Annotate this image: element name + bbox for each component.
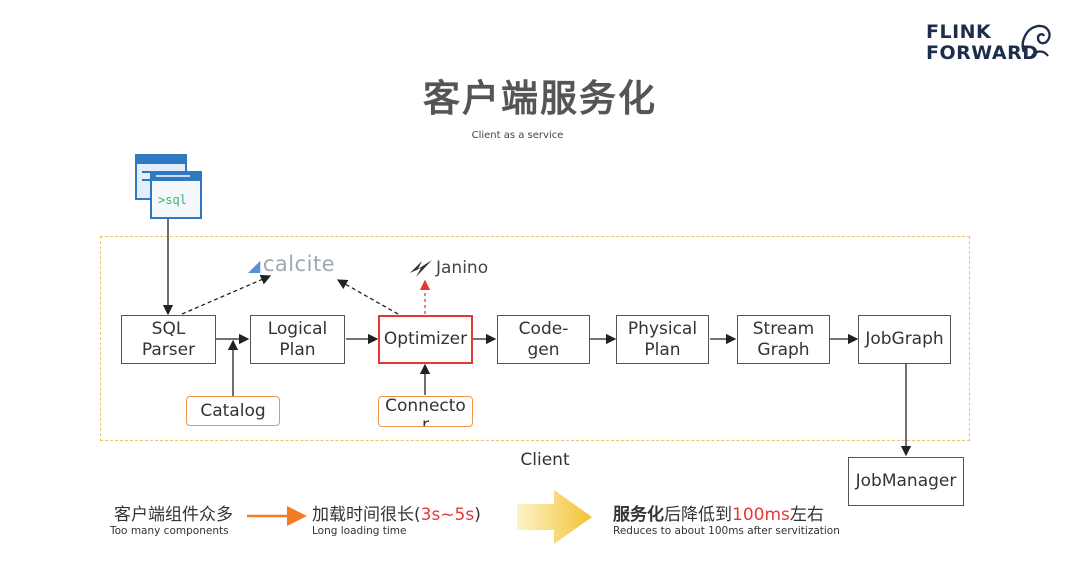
sql-prompt-text: >sql xyxy=(158,193,187,207)
logo-line-2: FORWARD xyxy=(926,42,1039,64)
calcite-logo: ◢calcite xyxy=(248,252,335,276)
node-codegen: Code-gen xyxy=(497,315,590,364)
node-logical-plan: Logical Plan xyxy=(250,315,345,364)
node-optimizer-label: Optimizer xyxy=(383,329,468,349)
node-job-manager-label: JobManager xyxy=(855,471,957,491)
footer-left-cn: 客户端组件众多 xyxy=(114,505,233,525)
squirrel-icon xyxy=(1021,24,1051,57)
footer-right: 服务化后降低到100ms左右 Reduces to about 100ms af… xyxy=(613,500,840,537)
janino-logo: Janino xyxy=(408,257,488,279)
client-label: Client xyxy=(520,450,570,470)
node-connector-label: Connector xyxy=(385,396,466,427)
node-logical-plan-label: Logical Plan xyxy=(267,318,328,360)
logo-line-1: FLINK xyxy=(926,21,992,43)
footer-right-end: 左右 xyxy=(789,505,824,525)
node-job-graph-label: JobGraph xyxy=(865,329,944,349)
node-sql-parser-label: SQL Parser xyxy=(141,318,196,360)
node-physical-plan: Physical Plan xyxy=(616,315,709,364)
footer-left: 客户端组件众多 Too many components xyxy=(110,500,233,537)
footer-right-en: Reduces to about 100ms after servitizati… xyxy=(613,525,840,537)
node-codegen-label: Code-gen xyxy=(518,318,569,360)
node-optimizer: Optimizer xyxy=(378,315,473,364)
page-subtitle: Client as a service xyxy=(471,130,564,141)
janino-icon xyxy=(410,260,432,277)
big-arrow-icon xyxy=(517,490,592,544)
node-job-manager: JobManager xyxy=(848,457,964,506)
footer-mid-highlight: 3s~5s xyxy=(420,505,475,525)
janino-label: Janino xyxy=(436,258,489,278)
footer-right-bold: 服务化 xyxy=(613,505,664,525)
client-boundary xyxy=(100,236,970,441)
node-connector: Connector xyxy=(378,396,473,427)
calcite-label: calcite xyxy=(262,252,336,276)
sql-terminal-icon xyxy=(135,154,202,219)
flink-forward-logo: FLINK FORWARD xyxy=(926,22,1056,68)
footer-mid-en: Long loading time xyxy=(312,525,407,537)
footer-left-en: Too many components xyxy=(110,525,229,537)
footer-right-text: 后降低到 xyxy=(664,505,732,525)
node-sql-parser: SQL Parser xyxy=(121,315,216,364)
footer-right-highlight: 100ms xyxy=(732,505,790,525)
node-stream-graph: Stream Graph xyxy=(737,315,830,364)
node-catalog: Catalog xyxy=(186,396,280,426)
node-stream-graph-label: Stream Graph xyxy=(752,318,815,360)
footer-mid-text: 加载时间很长( xyxy=(312,505,421,525)
node-catalog-label: Catalog xyxy=(200,400,266,421)
footer-mid-cn: 加载时间很长(3s~5s) xyxy=(312,500,481,525)
footer-right-cn: 服务化后降低到100ms左右 xyxy=(613,500,840,525)
page-title: 客户端服务化 xyxy=(423,77,657,120)
node-job-graph: JobGraph xyxy=(858,315,951,364)
footer-middle: 加载时间很长(3s~5s) Long loading time xyxy=(312,500,481,537)
node-physical-plan-label: Physical Plan xyxy=(627,318,698,360)
footer-mid-end: ) xyxy=(474,505,481,525)
calcite-leaf-icon: ◢ xyxy=(248,256,261,275)
